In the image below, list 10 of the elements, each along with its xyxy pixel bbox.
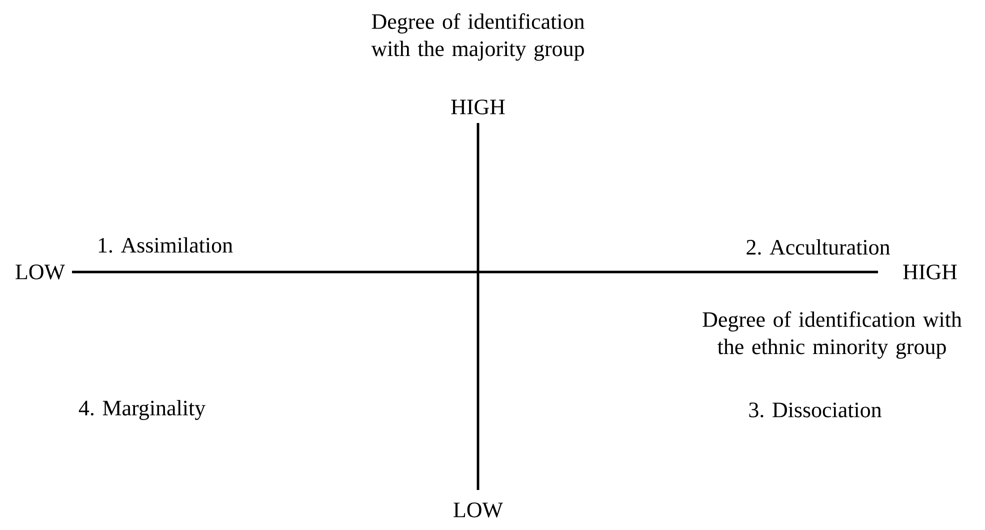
axis-title: Degree of identification with the ethnic minority group bbox=[702, 311, 962, 359]
axis-end-label: HIGH bbox=[903, 264, 957, 280]
axis-end-label: LOW bbox=[16, 264, 65, 280]
quadrant-label: 3. Dissociation bbox=[749, 402, 882, 418]
axis-end-label: HIGH bbox=[451, 100, 505, 114]
axis-end-label: LOW bbox=[454, 502, 503, 518]
quadrant-label: 4. Marginality bbox=[78, 400, 206, 420]
quadrant-label: 1. Assimilation bbox=[98, 237, 233, 253]
quadrant-label: 2. Acculturation bbox=[746, 239, 890, 255]
axis-title: Degree of identification with the majority group bbox=[371, 13, 584, 61]
